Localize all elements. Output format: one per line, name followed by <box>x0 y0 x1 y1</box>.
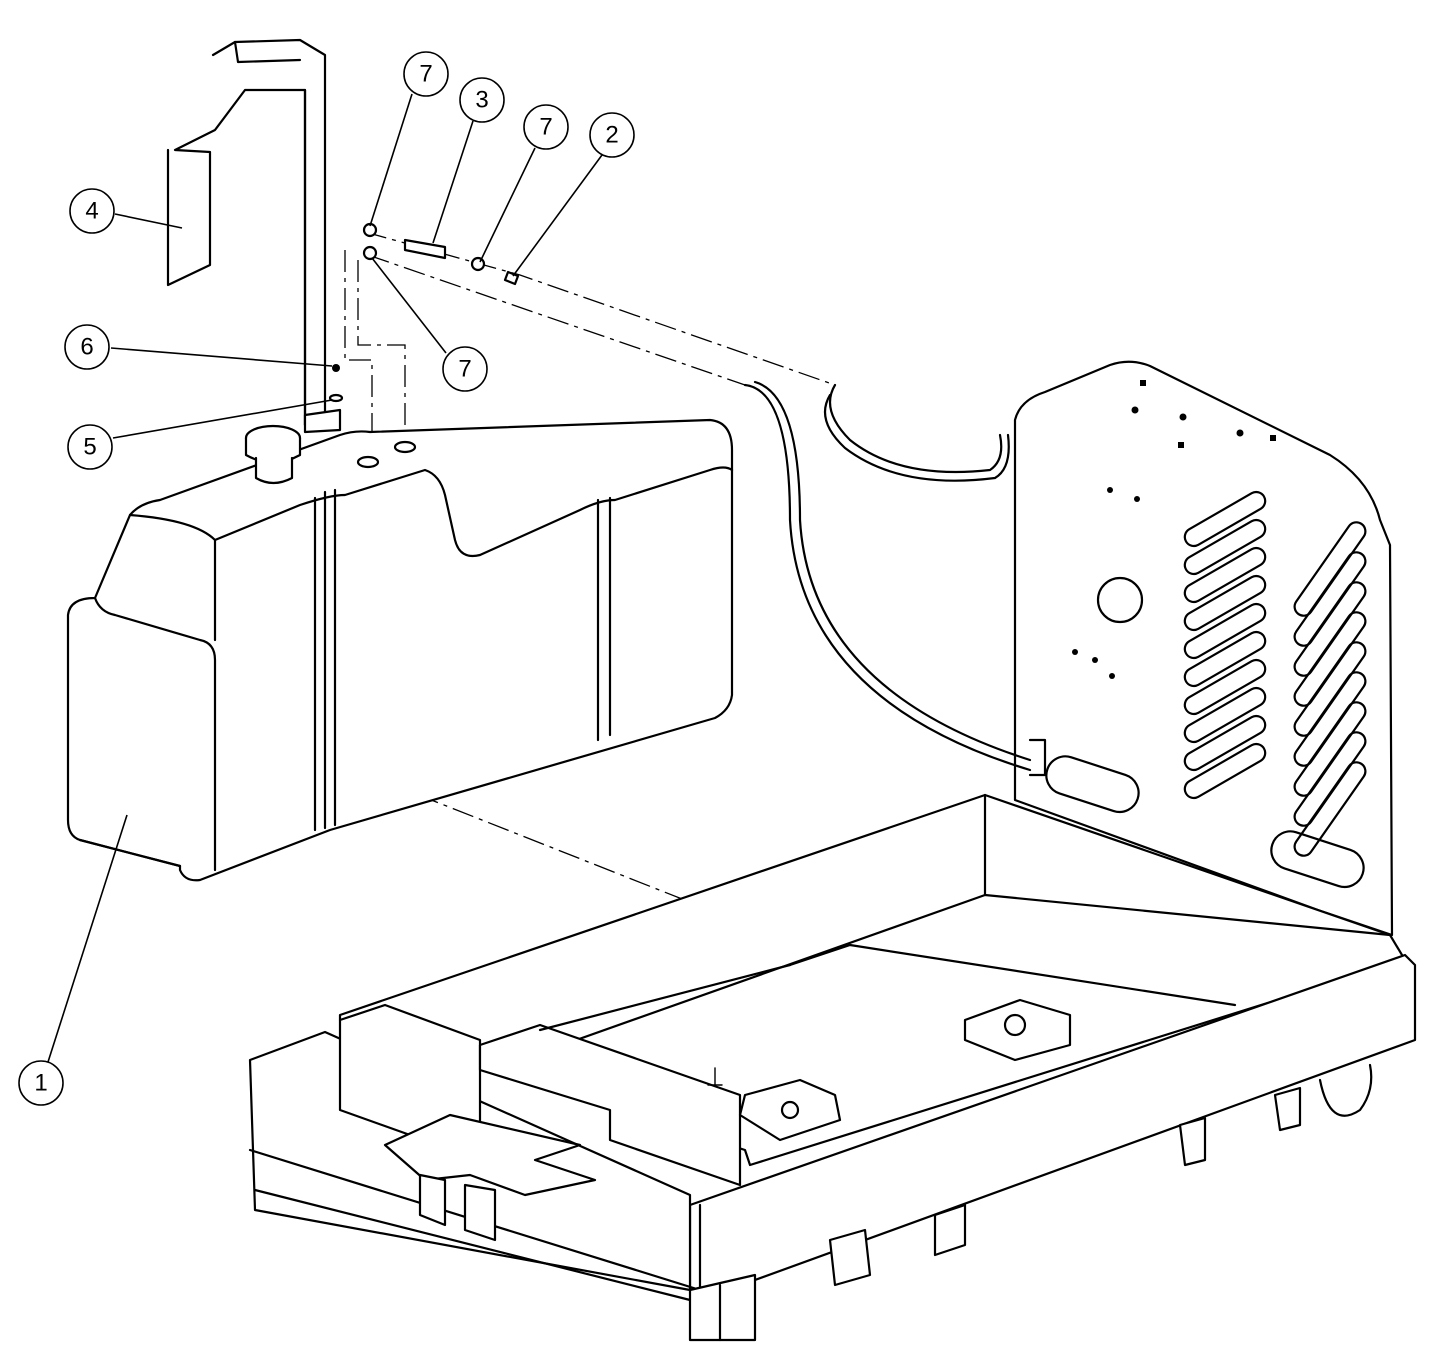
callout-2: 2 <box>589 112 635 158</box>
callout-label: 1 <box>34 1070 47 1097</box>
vent-slot <box>1183 686 1267 744</box>
fuel-tank <box>66 418 734 882</box>
base-frame <box>248 360 1417 1342</box>
callout-label: 5 <box>83 434 96 461</box>
vent-slot <box>1183 602 1267 660</box>
back-plate-vents <box>1045 380 1367 889</box>
callout-label: 6 <box>80 334 93 361</box>
callout-7-top: 7 <box>403 51 449 97</box>
vent-slot <box>1183 518 1267 576</box>
callout-label: 3 <box>475 87 488 114</box>
callout-4: 4 <box>69 188 115 234</box>
vent-slot <box>1183 490 1267 548</box>
small-fittings <box>362 222 520 286</box>
callouts: 7 3 7 2 4 6 7 5 <box>18 51 635 1106</box>
callout-3: 3 <box>459 77 505 123</box>
callout-label: 7 <box>539 114 552 141</box>
callout-7-lower: 7 <box>442 346 488 392</box>
callout-5: 5 <box>67 424 113 470</box>
callout-label: 7 <box>458 356 471 383</box>
callout-label: 4 <box>85 198 98 225</box>
vent-slot <box>1183 658 1267 716</box>
callout-label: 2 <box>605 122 618 149</box>
vent-slot <box>1183 546 1267 604</box>
vent-slot <box>1183 714 1267 772</box>
callout-1: 1 <box>18 1060 64 1106</box>
callout-label: 7 <box>419 61 432 88</box>
vent-slot <box>1183 574 1267 632</box>
callout-7-middle: 7 <box>523 104 569 150</box>
tank-strap-bracket <box>166 38 344 434</box>
vent-slot <box>1183 742 1267 800</box>
callout-6: 6 <box>64 324 110 370</box>
vent-slot <box>1293 761 1367 857</box>
vent-slot <box>1183 630 1267 688</box>
fuel-hoses <box>743 380 1047 777</box>
